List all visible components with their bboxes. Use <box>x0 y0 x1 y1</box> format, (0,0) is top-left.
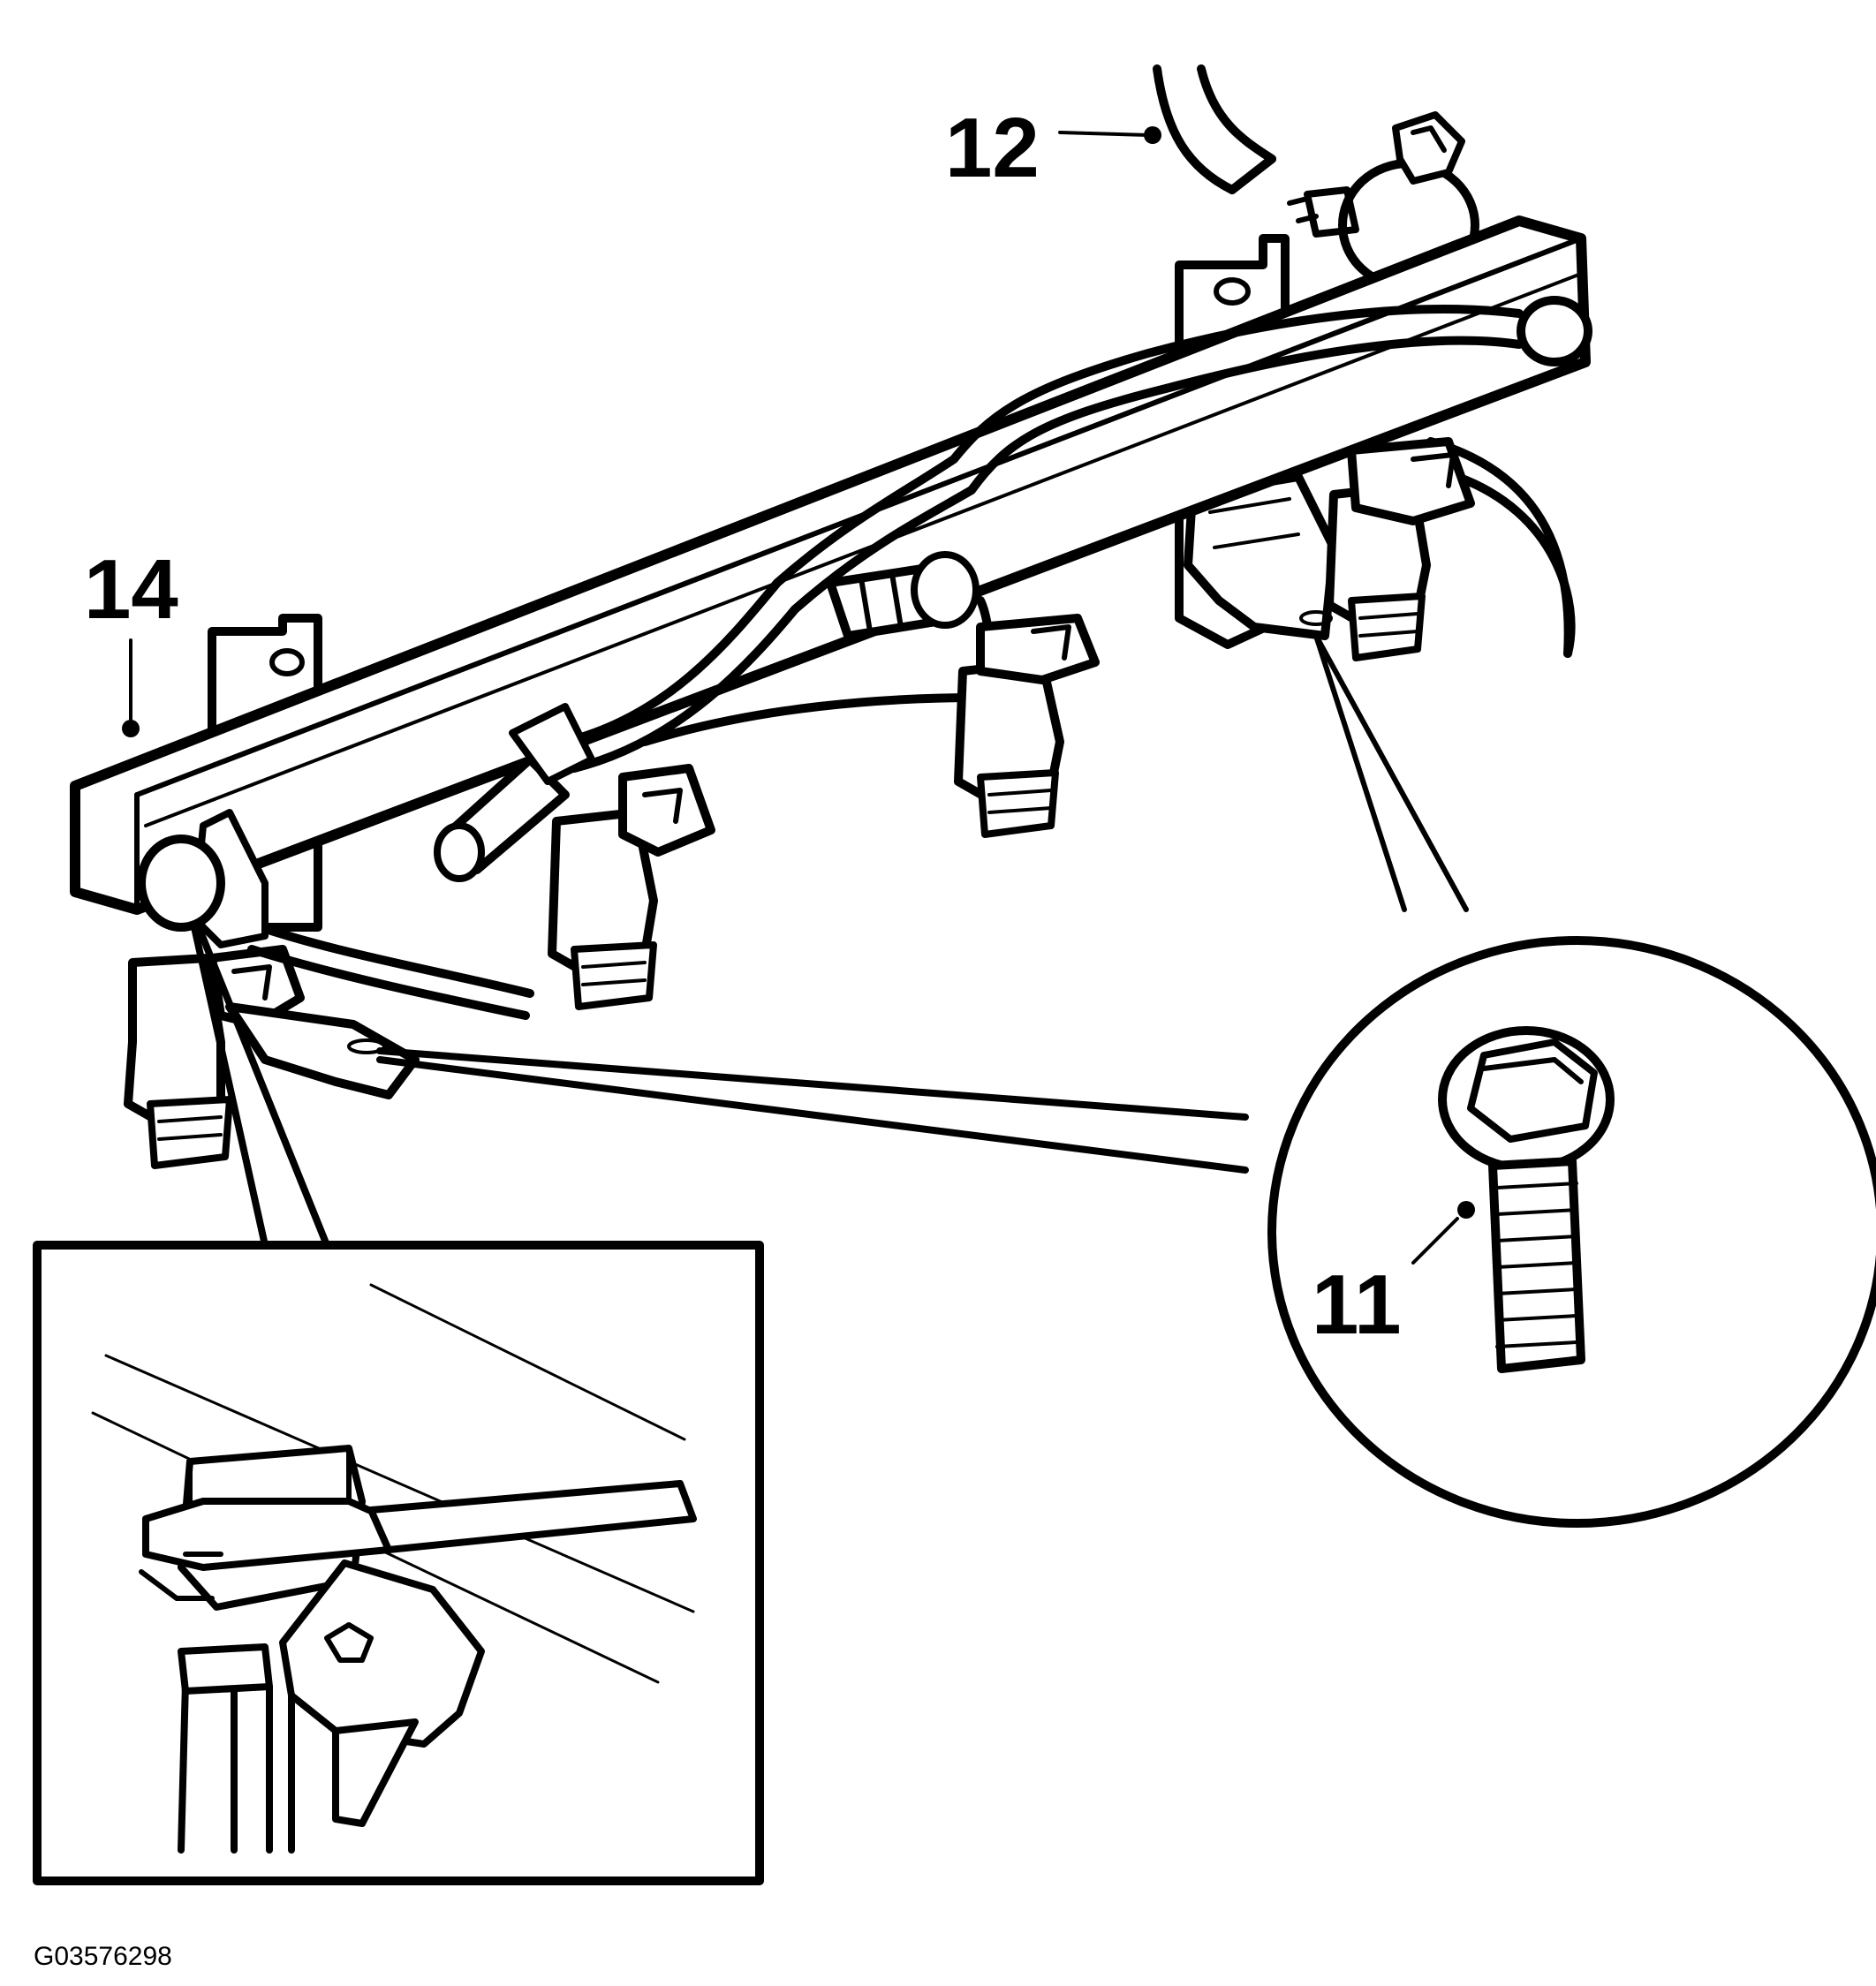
callout-11: 11 <box>1312 1201 1475 1352</box>
wiring-connector <box>826 551 980 640</box>
callout-14: 14 <box>84 542 178 737</box>
inset-leader-lines <box>191 924 330 1249</box>
callout-12: 12 <box>945 101 1161 195</box>
fuel-injector-3 <box>954 614 1100 838</box>
figure-id: G03576298 <box>34 1942 172 1971</box>
fuel-injector-2 <box>548 764 715 1010</box>
heat-shield <box>1184 472 1338 640</box>
detail-leader-lines <box>376 610 1469 1174</box>
inset-detail-box <box>33 1241 764 1885</box>
callout-14-label: 14 <box>84 542 178 637</box>
fuel-injector-4 <box>1325 437 1475 661</box>
callout-12-label: 12 <box>945 101 1040 195</box>
inset-injector-top <box>139 1445 697 1854</box>
bolt-detail-circle <box>1267 936 1876 1528</box>
fuel-inlet-fitting <box>434 703 595 882</box>
return-hose <box>1153 64 1276 194</box>
inset-connector <box>279 1559 485 1827</box>
callout-11-label: 11 <box>1312 1257 1401 1352</box>
injector-clip <box>137 809 534 1099</box>
bolt-11 <box>1438 1026 1615 1373</box>
